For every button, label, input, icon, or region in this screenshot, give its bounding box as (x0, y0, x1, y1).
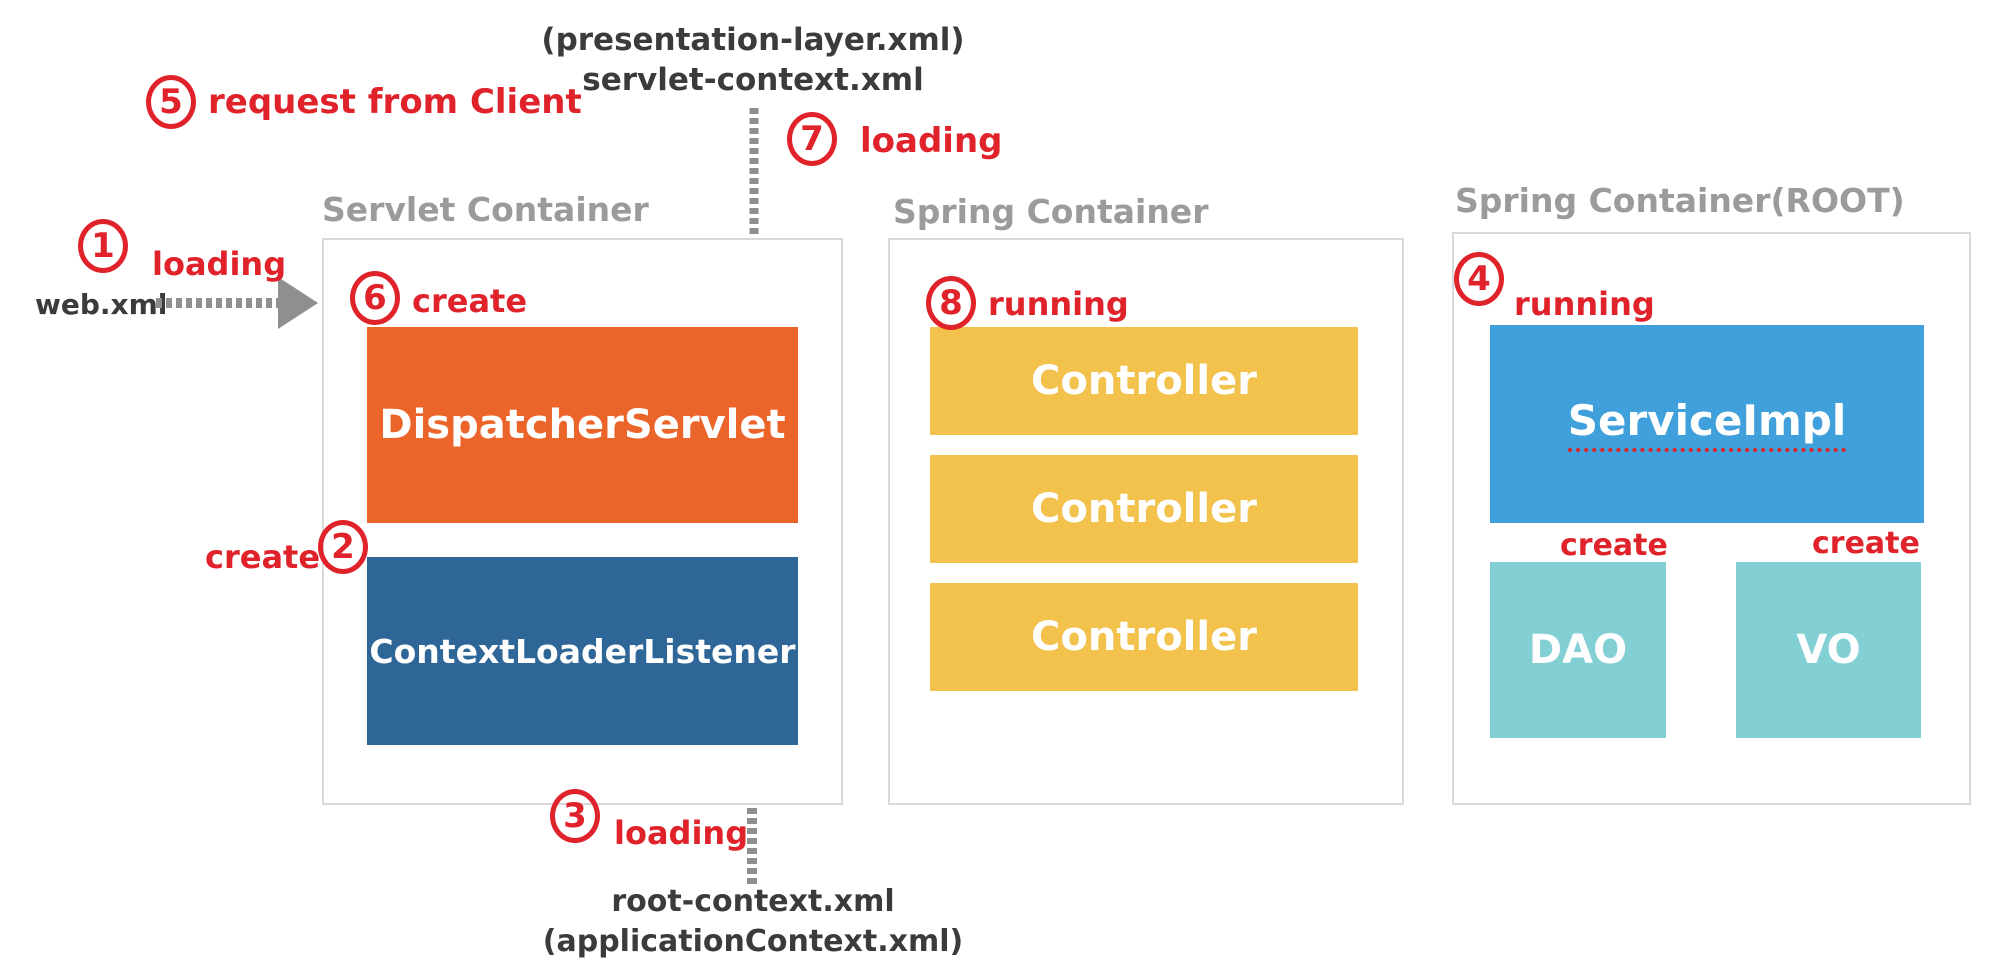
step-6-label: create (412, 282, 528, 320)
servlet-context-xml-label: servlet-context.xml (582, 62, 924, 98)
controller-box-2: Controller (930, 455, 1358, 563)
application-context-xml-label: (applicationContext.xml) (542, 924, 964, 959)
step-4-circle: 4 (1454, 252, 1504, 306)
step-3-label: loading (614, 814, 749, 852)
controller-label-2: Controller (1031, 486, 1257, 532)
controller-box-3: Controller (930, 583, 1358, 691)
root-context-xml-label: root-context.xml (611, 884, 895, 919)
controller-box-1: Controller (930, 327, 1358, 435)
context-loader-listener-label: ContextLoaderListener (369, 631, 796, 671)
service-impl-box: ServiceImpl (1490, 325, 1924, 523)
context-loader-listener-box: ContextLoaderListener (367, 557, 798, 745)
step-1-label: loading (152, 245, 287, 283)
vo-label: VO (1796, 627, 1861, 673)
step-3-circle: 3 (550, 789, 600, 843)
web-xml-label: web.xml (35, 288, 168, 321)
create-vo-label: create (1812, 526, 1920, 561)
vo-box: VO (1736, 562, 1921, 738)
step-5-label: request from Client (208, 82, 582, 122)
step-8-label: running (988, 285, 1129, 323)
dao-box: DAO (1490, 562, 1666, 738)
step-5-circle: 5 (146, 75, 196, 129)
step-8-circle: 8 (926, 276, 976, 330)
spring-container-title: Spring Container (893, 192, 1209, 231)
step-7-circle: 7 (787, 112, 837, 166)
step-2-circle: 2 (318, 520, 368, 574)
create-dao-label: create (1560, 528, 1668, 563)
right-arrow-icon (156, 277, 318, 329)
controller-label-3: Controller (1031, 614, 1257, 660)
step-6-circle: 6 (350, 271, 400, 325)
servlet-container-title: Servlet Container (322, 190, 649, 229)
controller-label-1: Controller (1031, 358, 1257, 404)
step-4-label: running (1514, 285, 1655, 323)
step-1-circle: 1 (78, 219, 128, 273)
dao-label: DAO (1528, 627, 1628, 673)
step-2-label: create (205, 538, 321, 576)
dispatcher-servlet-box: DispatcherServlet (367, 327, 798, 523)
service-impl-label: ServiceImpl (1567, 396, 1847, 452)
step-7-label: loading (860, 121, 1003, 161)
presentation-layer-xml-label: (presentation-layer.xml) (541, 22, 965, 58)
dispatcher-servlet-label: DispatcherServlet (379, 402, 786, 448)
spring-container-root-title: Spring Container(ROOT) (1455, 181, 1905, 220)
